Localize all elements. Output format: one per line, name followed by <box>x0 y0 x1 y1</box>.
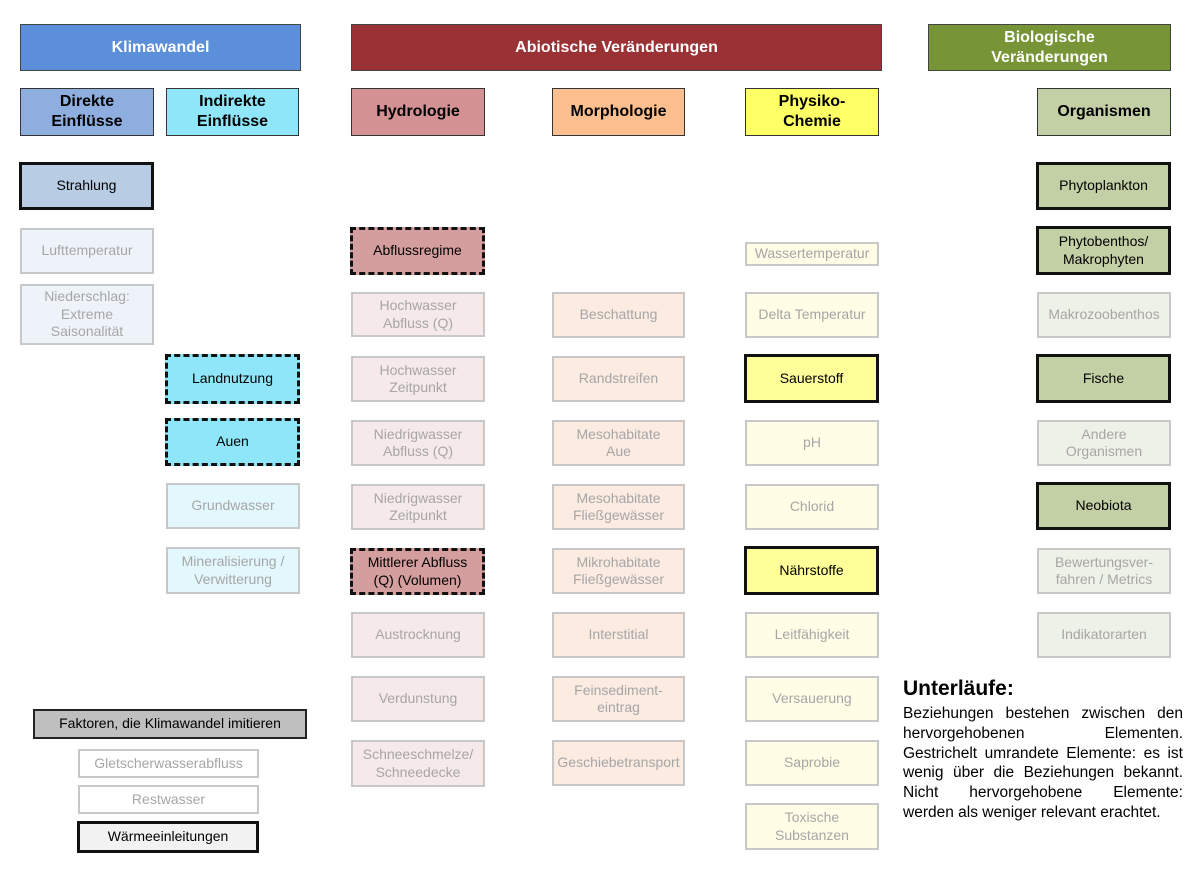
element-mikrohabitate: Mikrohabitate Fließgewässer <box>552 548 685 594</box>
element-lufttemperatur: Lufttemperatur <box>20 228 154 274</box>
element-saprobie: Saprobie <box>745 740 879 786</box>
subheader-organismen: Organismen <box>1037 88 1171 136</box>
element-bewertungsverfahren: Bewertungsver- fahren / Metrics <box>1037 548 1171 594</box>
element-versauerung: Versauerung <box>745 676 879 722</box>
subheader-morphologie: Morphologie <box>552 88 685 136</box>
element-wassertemperatur: Wassertemperatur <box>745 242 879 266</box>
element-interstitial: Interstitial <box>552 612 685 658</box>
element-restwasser: Restwasser <box>78 785 259 814</box>
element-hochwasser-zeitpunkt: Hochwasser Zeitpunkt <box>351 356 485 402</box>
element-mesohabitate-aue: Mesohabitate Aue <box>552 420 685 466</box>
element-naehrstoffe: Nährstoffe <box>744 546 879 595</box>
element-waermeeinleitungen: Wärmeeinleitungen <box>77 821 259 853</box>
element-mesohabitate-fliessgewaesser: Mesohabitate Fließgewässer <box>552 484 685 530</box>
element-beschattung: Beschattung <box>552 292 685 338</box>
element-delta-temperatur: Delta Temperatur <box>745 292 879 338</box>
legend-title: Unterläufe: <box>903 677 1014 700</box>
element-phytobenthos: Phytobenthos/ Makrophyten <box>1036 226 1171 275</box>
element-verdunstung: Verdunstung <box>351 676 485 722</box>
element-mineralisierung: Mineralisierung / Verwitterung <box>166 547 300 594</box>
element-auen: Auen <box>165 418 300 466</box>
header-klimawandel: Klimawandel <box>20 24 301 71</box>
element-niedrigwasser-abfluss: Niedrigwasser Abfluss (Q) <box>351 420 485 466</box>
element-makrozoobenthos: Makrozoobenthos <box>1037 292 1171 338</box>
element-niederschlag: Niederschlag: Extreme Saisonalität <box>20 284 154 345</box>
element-indikatorarten: Indikatorarten <box>1037 612 1171 658</box>
element-austrocknung: Austrocknung <box>351 612 485 658</box>
faktoren-title: Faktoren, die Klimawandel imitieren <box>33 709 307 739</box>
element-sauerstoff: Sauerstoff <box>744 354 879 403</box>
element-geschiebetransport: Geschiebetransport <box>552 740 685 786</box>
element-landnutzung: Landnutzung <box>165 354 300 404</box>
element-hochwasser-abfluss: Hochwasser Abfluss (Q) <box>351 292 485 337</box>
subheader-direkte-einfluesse: Direkte Einflüsse <box>20 88 154 136</box>
element-chlorid: Chlorid <box>745 484 879 530</box>
header-abiotische-veraenderungen: Abiotische Veränderungen <box>351 24 882 71</box>
subheader-hydrologie: Hydrologie <box>351 88 485 136</box>
element-ph: pH <box>745 420 879 466</box>
legend-text: Beziehungen bestehen zwischen den hervor… <box>903 705 1183 822</box>
element-grundwasser: Grundwasser <box>166 483 300 529</box>
element-strahlung: Strahlung <box>19 162 154 210</box>
header-biologische-veraenderungen: Biologische Veränderungen <box>928 24 1171 71</box>
element-feinsediment: Feinsediment- eintrag <box>552 676 685 722</box>
element-neobiota: Neobiota <box>1036 482 1171 530</box>
element-fische: Fische <box>1036 354 1171 403</box>
element-randstreifen: Randstreifen <box>552 356 685 402</box>
element-schneeschmelze: Schneeschmelze/ Schneedecke <box>351 740 485 787</box>
element-abflussregime: Abflussregime <box>350 227 485 275</box>
element-gletscherwasserabfluss: Gletscherwasserabfluss <box>78 749 259 778</box>
element-phytoplankton: Phytoplankton <box>1036 162 1171 210</box>
element-toxische-substanzen: Toxische Substanzen <box>745 803 879 850</box>
subheader-physiko-chemie: Physiko- Chemie <box>745 88 879 136</box>
element-mittlerer-abfluss: Mittlerer Abfluss (Q) (Volumen) <box>350 548 485 595</box>
subheader-indirekte-einfluesse: Indirekte Einflüsse <box>166 88 299 136</box>
element-leitfaehigkeit: Leitfähigkeit <box>745 612 879 658</box>
element-niedrigwasser-zeitpunkt: Niedrigwasser Zeitpunkt <box>351 484 485 530</box>
element-andere-organismen: Andere Organismen <box>1037 420 1171 466</box>
